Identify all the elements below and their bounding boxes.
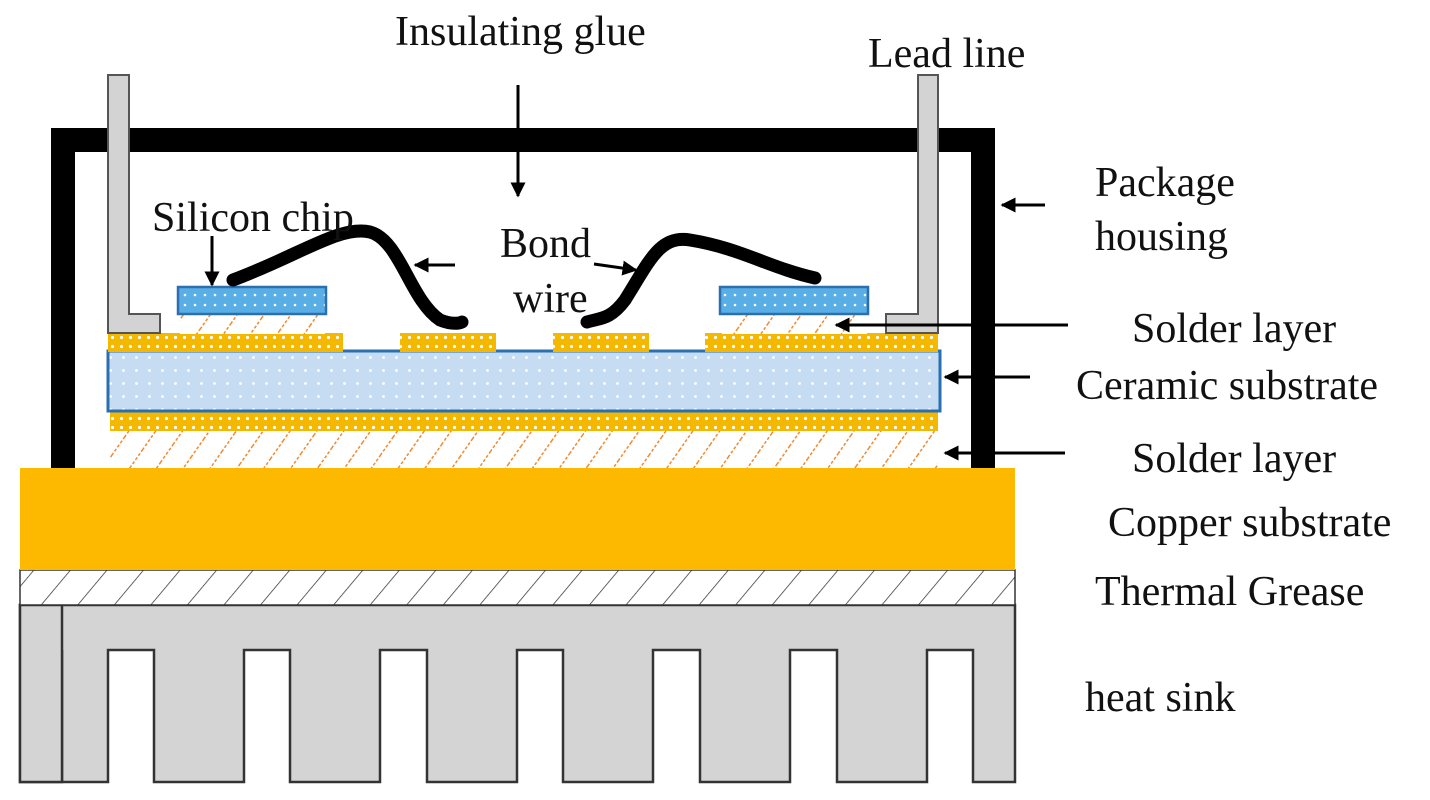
bottom-solder-dots: [110, 412, 938, 431]
ceramic-substrate: [106, 349, 942, 413]
solder-layer-top-label: Solder layer: [1132, 306, 1336, 352]
heat-sink-label: heat sink: [1085, 675, 1235, 721]
lead-line-right: [885, 74, 939, 334]
silicon-chip-right: [718, 285, 870, 316]
bond-wire-right-arrow: [593, 260, 638, 276]
copper-substrate-label: Copper substrate: [1108, 500, 1391, 546]
bond-wire-label-line1: Bond: [500, 221, 591, 267]
bond-wire-left: [226, 224, 469, 330]
top-solder-pad-center-right: [553, 333, 649, 352]
package-housing-label-line2: housing: [1095, 214, 1228, 260]
top-solder-pad-left: [108, 333, 343, 352]
insulating-glue-label: Insulating glue: [395, 9, 646, 55]
solder-layer-bottom-label: Solder layer: [1132, 436, 1336, 482]
copper-substrate: [20, 468, 1015, 570]
lead-line-left: [107, 74, 161, 334]
heat-sink: [18, 603, 1017, 784]
top-solder-pad-right: [705, 333, 938, 352]
chip-solder-left: [180, 314, 325, 334]
thermal-grease-label: Thermal Grease: [1095, 569, 1364, 615]
lead-line-label: Lead line: [868, 31, 1025, 77]
package-housing: [51, 128, 995, 468]
silicon-chip-label: Silicon chip: [152, 195, 354, 241]
chip-solder-right: [722, 314, 867, 334]
silicon-chip-left: [176, 285, 328, 316]
package-housing-label-line1: Package: [1095, 160, 1235, 206]
ceramic-substrate-label: Ceramic substrate: [1076, 363, 1378, 409]
bond-wire-label-line2: wire: [513, 276, 588, 322]
thermal-grease-layer: [19, 569, 1016, 606]
top-solder-pad-center-left: [400, 333, 496, 352]
bottom-solder-hatch: [110, 430, 938, 468]
bond-wire-right: [580, 232, 822, 329]
heat-sink-left-edge: [18, 603, 64, 784]
